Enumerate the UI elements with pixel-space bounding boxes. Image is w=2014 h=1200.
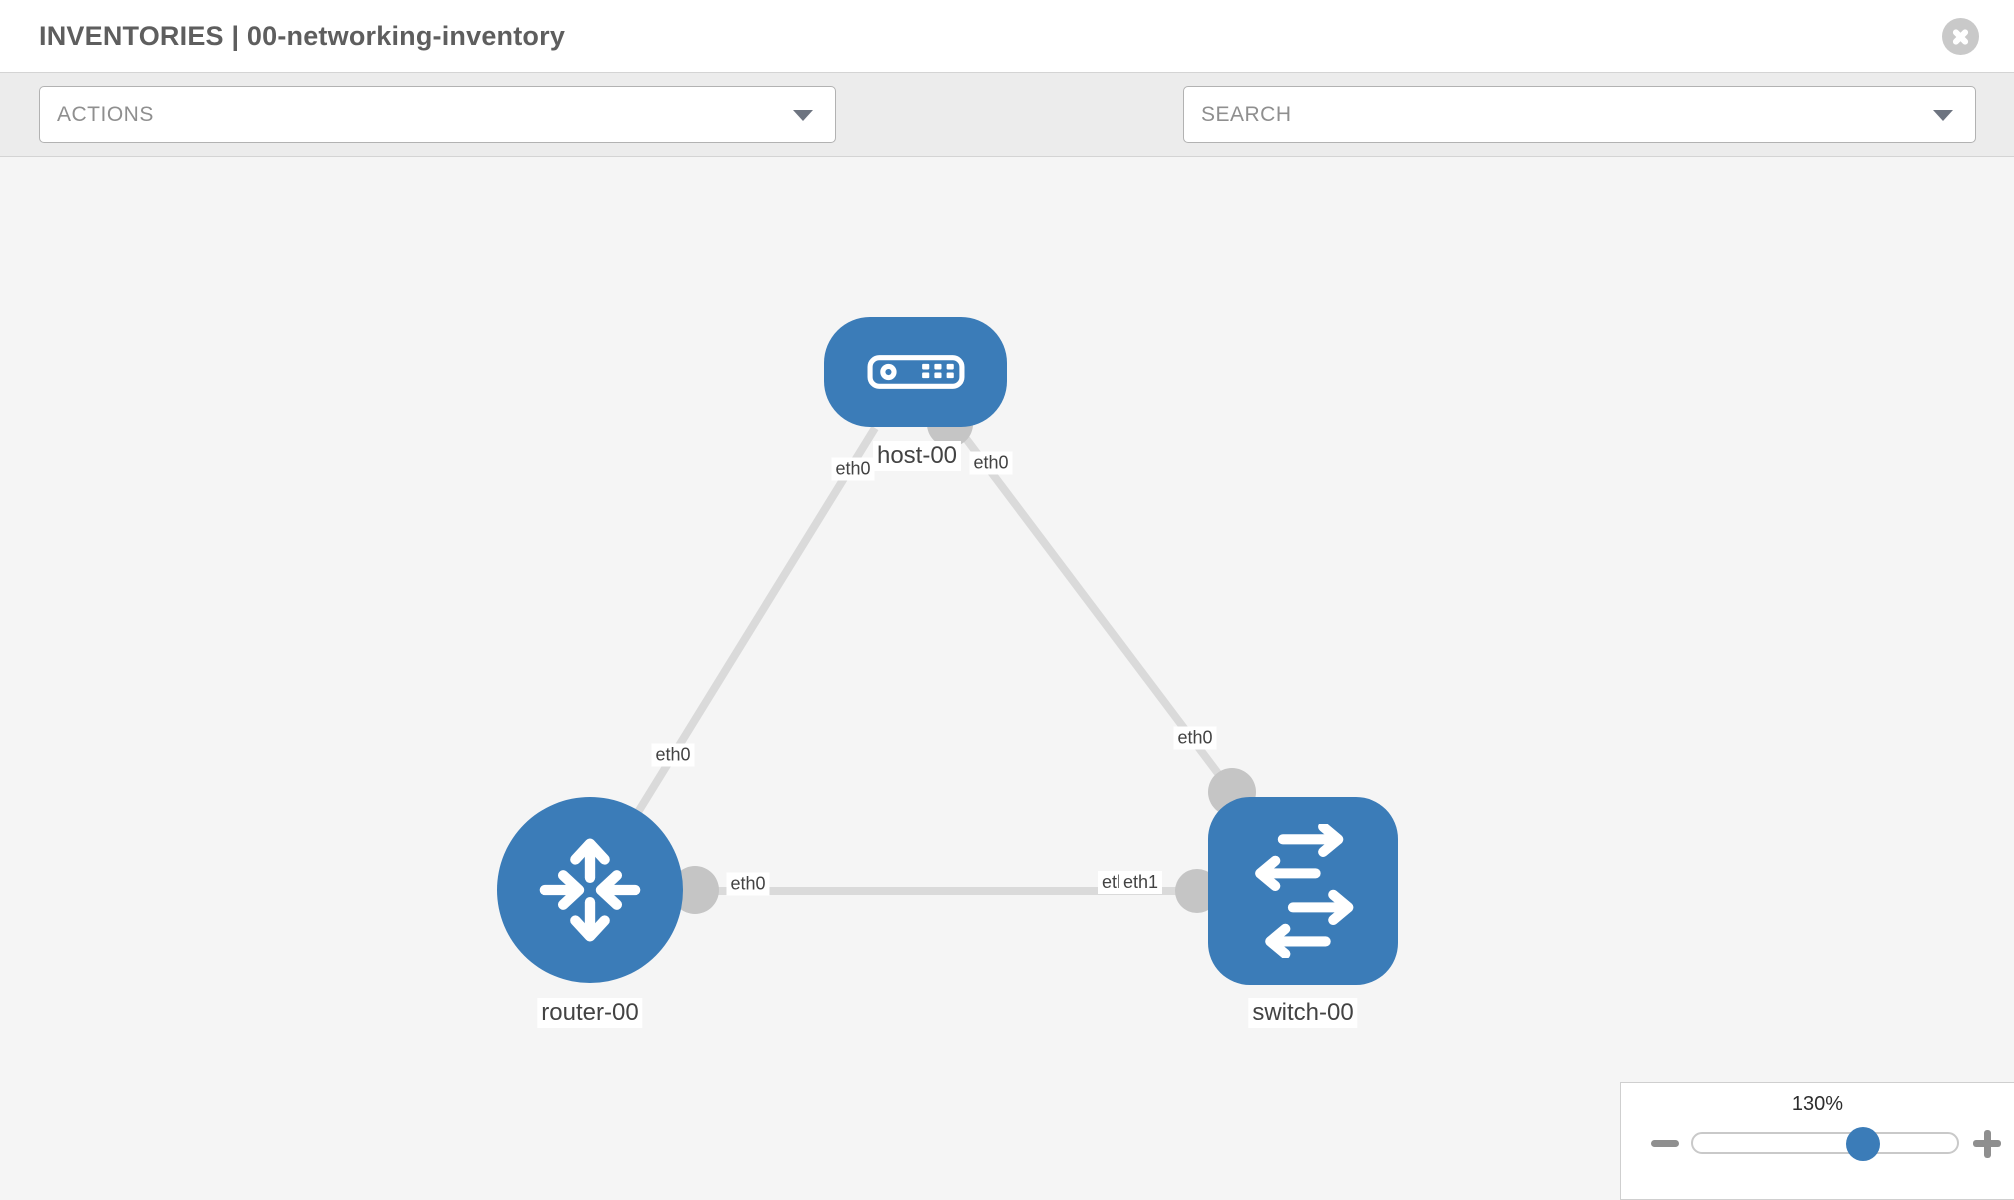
port-router-eth0 [671,866,719,914]
port-circles [671,401,1256,914]
port-label-eth0: eth0 [726,872,770,896]
zoom-out-button minus-icon[interactable] [1651,1140,1679,1147]
node-label-switch-00: switch-00 [1248,998,1358,1028]
links-layer [586,401,1256,914]
header: INVENTORIES | 00-networking-inventory [0,0,2014,72]
node-host-00[interactable] [824,317,1007,427]
node-router-00[interactable] [497,797,683,983]
actions-dropdown-label: ACTIONS [57,103,154,126]
zoom-slider[interactable] [1691,1132,1959,1154]
port-label-eth0: eth0 [1173,726,1217,750]
node-label-host-00: host-00 [872,441,962,471]
search-dropdown[interactable]: SEARCH [1183,86,1976,143]
search-dropdown-label: SEARCH [1201,103,1292,126]
toolbar: ACTIONS SEARCH [0,72,2014,207]
port-label-eth0: eth0 [651,743,695,767]
node-label-router-00: router-00 [537,998,643,1028]
chevron-down-icon [1933,110,1953,121]
page-title: INVENTORIES | 00-networking-inventory [39,21,566,51]
chevron-down-icon [793,110,813,121]
topology-canvas[interactable]: host-00 router-00 switch-00 eth0 eth0 et… [0,157,2014,1200]
node-switch-00[interactable] [1208,797,1398,985]
router-icon [539,838,641,942]
close-button[interactable] [1942,18,1979,55]
host-icon [867,355,964,389]
zoom-in-button plus-icon[interactable] [1973,1129,2001,1158]
zoom-control-panel: 130% [1620,1082,2014,1200]
link-lines [586,425,1236,895]
zoom-level-value: 130% [1791,1093,1844,1115]
port-label-eth0: eth0 [969,451,1013,475]
switch-icon [1255,824,1354,958]
port-label-eth0: eth0 [831,457,875,481]
port-label-eth1: eth1 [1119,871,1163,894]
actions-dropdown[interactable]: ACTIONS [39,86,836,143]
zoom-slider-handle[interactable] [1846,1127,1880,1161]
